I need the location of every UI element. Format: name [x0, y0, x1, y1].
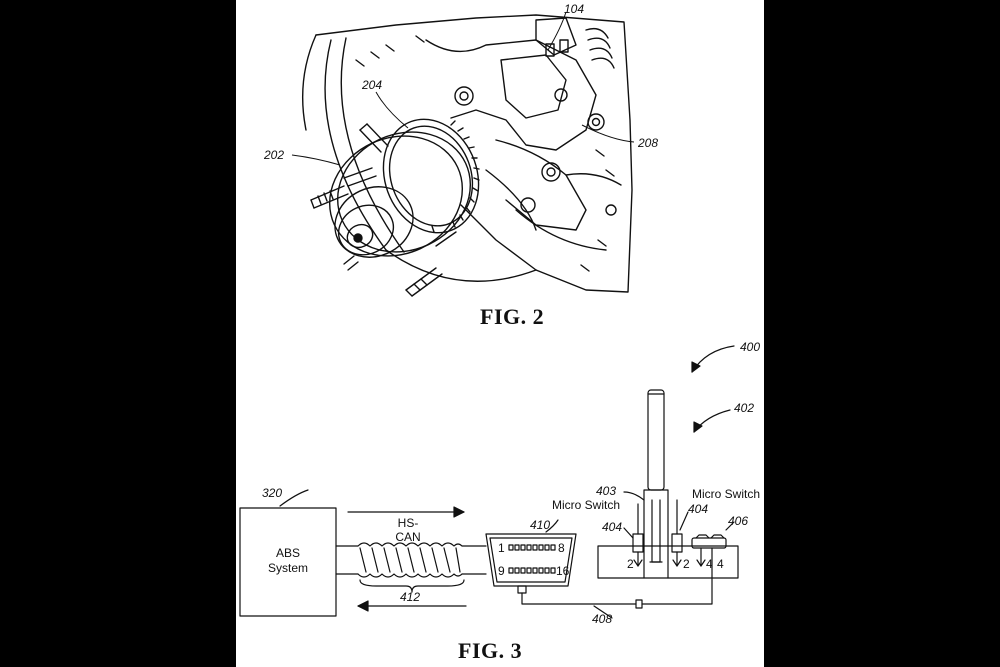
micro-switch-right — [671, 533, 683, 553]
abs-system-label: ABS System — [268, 546, 308, 576]
fig3-caption: FIG. 3 — [458, 638, 523, 663]
ref-408: 408 — [592, 612, 613, 626]
ref-400: 400 — [740, 340, 761, 354]
ref-412: 412 — [400, 590, 421, 604]
switch-pin-4-left: 4 — [706, 557, 713, 571]
switch-pin-2-left: 2 — [627, 557, 634, 571]
label-micro-switch-right: Micro Switch — [692, 487, 761, 501]
hs-can-line2: CAN — [395, 530, 421, 544]
ref-403: 403 — [596, 484, 617, 498]
ref-204: 204 — [362, 78, 383, 92]
obd-connector — [485, 533, 577, 587]
abs-label-line2: System — [268, 561, 309, 575]
pin-label-16: 16 — [556, 564, 570, 578]
abs-system-box — [239, 507, 337, 617]
ref-202: 202 — [264, 148, 285, 162]
fig2-wheel-hub-drawing — [291, 11, 635, 297]
label-micro-switch-left: Micro Switch — [552, 498, 621, 512]
ref-320: 320 — [262, 486, 283, 500]
ref-404-right: 404 — [688, 502, 709, 516]
ref-104: 104 — [564, 2, 585, 16]
micro-switch-left — [632, 533, 644, 553]
ref-402: 402 — [734, 401, 755, 415]
switch-pin-4-right: 4 — [717, 557, 724, 571]
ref-404-left: 404 — [602, 520, 623, 534]
shock-absorber-body — [647, 389, 665, 491]
ref-410: 410 — [530, 518, 551, 532]
ref-208: 208 — [638, 136, 659, 150]
fig3-circuit-drawing — [239, 345, 739, 619]
pin-label-1: 1 — [498, 541, 505, 555]
fig2-caption: FIG. 2 — [480, 304, 545, 329]
hs-can-line1: HS- — [397, 516, 419, 530]
pin-label-8: 8 — [558, 541, 565, 555]
pin-label-9: 9 — [498, 564, 505, 578]
patent-drawing-sheet: 104 204 202 208 FIG. 2 400 402 403 320 4… — [236, 0, 764, 667]
switch-pin-2-right: 2 — [683, 557, 690, 571]
abs-label-line1: ABS — [275, 546, 300, 560]
ref-406: 406 — [728, 514, 749, 528]
hs-can-label: HS- CAN — [386, 516, 430, 544]
